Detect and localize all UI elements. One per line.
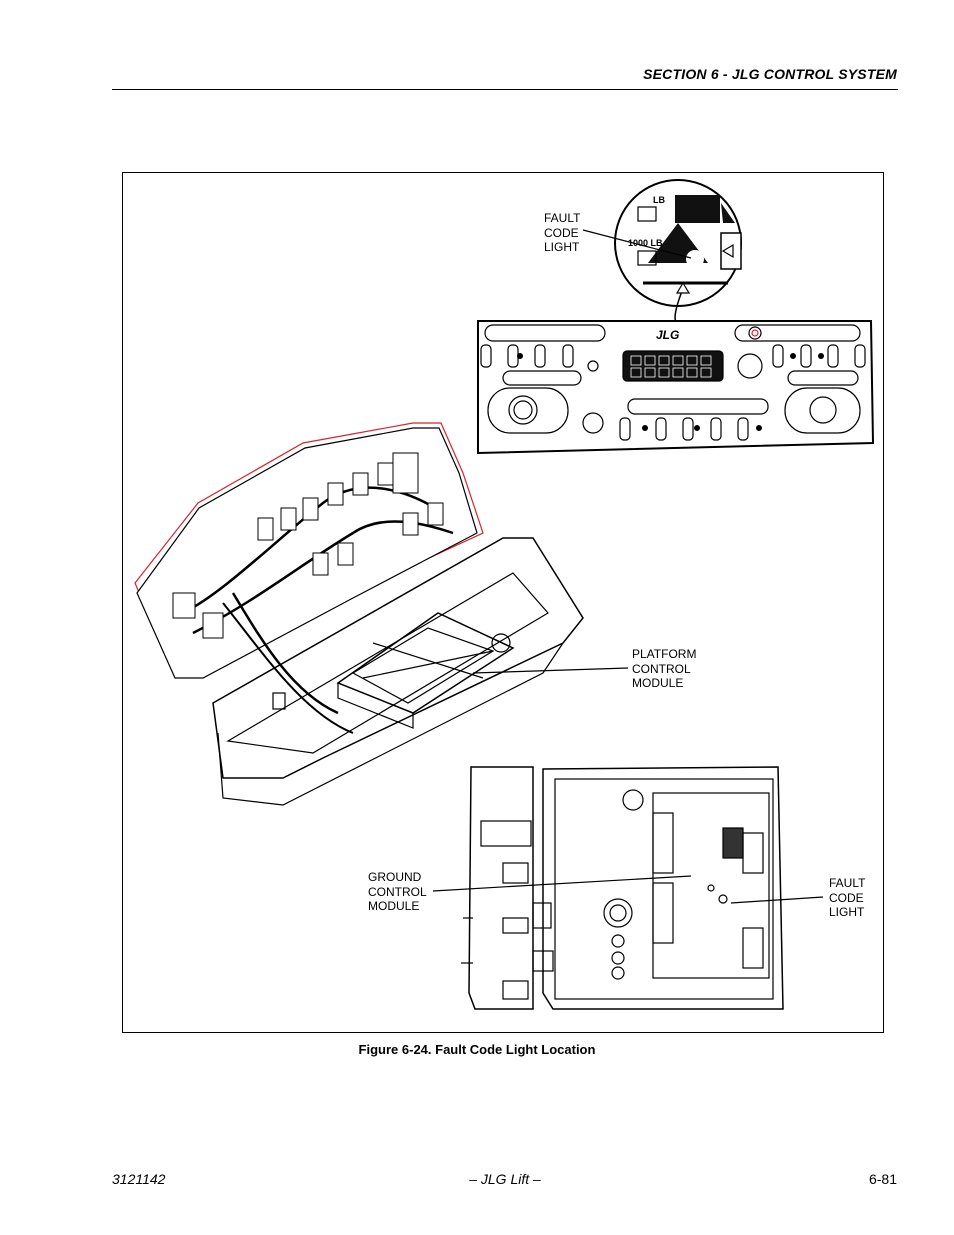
weight-label-2: 1000 LB [628, 238, 663, 248]
section-header: SECTION 6 - JLG CONTROL SYSTEM [643, 66, 897, 82]
leader-fault-top [582, 229, 692, 259]
footer-doc-number: 3121142 [112, 1171, 166, 1187]
leader-platform [472, 667, 629, 674]
label-ground-control-module: GROUND CONTROL MODULE [368, 870, 427, 913]
magnified-detail: LB 1000 LB [614, 179, 742, 307]
ground-box [461, 766, 784, 1010]
label-fault-code-light-bottom: FAULT CODE LIGHT [829, 876, 866, 919]
figure-caption: Figure 6-24. Fault Code Light Location [358, 1042, 596, 1057]
leader-ground [432, 875, 692, 892]
label-platform-control-module: PLATFORM CONTROL MODULE [632, 647, 697, 690]
footer-page-number: 6-81 [868, 1171, 897, 1187]
header-rule [112, 89, 898, 90]
footer-center: – JLG Lift – [469, 1171, 541, 1187]
fault-code-illustration: LB 1000 LB [134, 179, 875, 1010]
figure-frame: LB 1000 LB [122, 172, 884, 1033]
platform-panel: JLG [477, 320, 875, 455]
label-fault-code-light-top: FAULT CODE LIGHT [544, 211, 581, 254]
platform-box [134, 422, 584, 806]
weight-label-1: LB [653, 195, 665, 205]
leader-fault-bottom [730, 896, 824, 904]
jlg-logo: JLG [656, 328, 679, 342]
